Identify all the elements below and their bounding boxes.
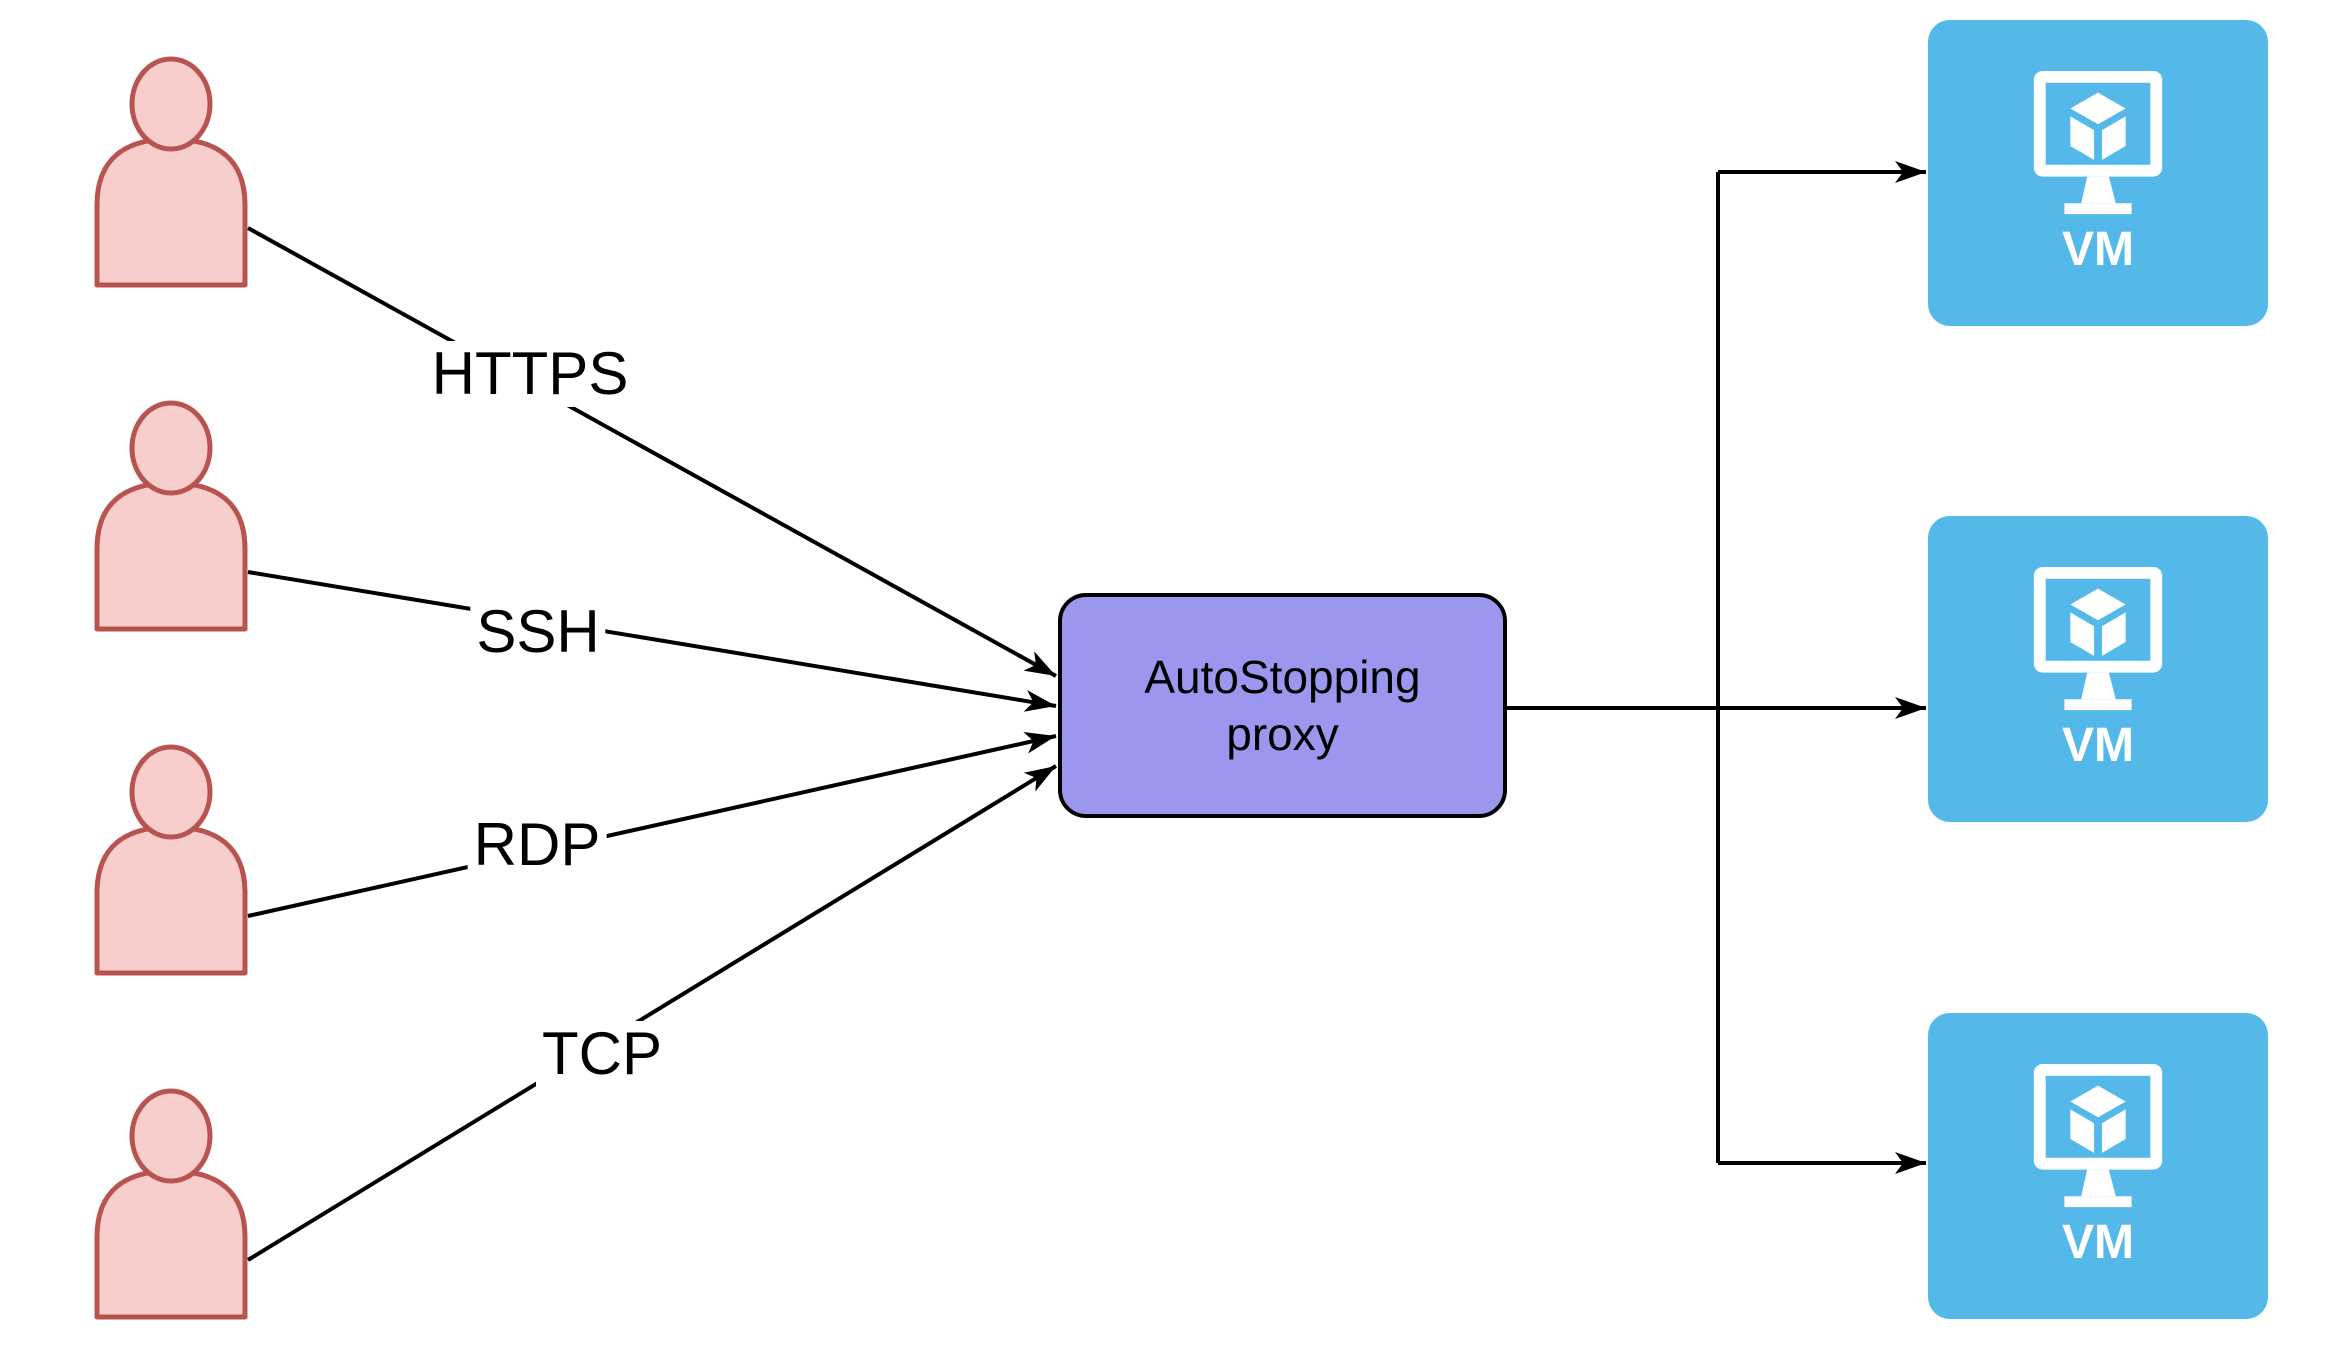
vm-label: VM <box>2062 223 2134 276</box>
edge-ssh-line <box>247 570 1057 712</box>
edge-label-https: HTTPS <box>425 341 635 407</box>
user-node-3 <box>93 743 253 978</box>
vm-node-3: VM <box>1928 1013 2268 1319</box>
vm-node-1: VM <box>1928 20 2268 326</box>
vm-icon <box>2033 70 2163 215</box>
vm-icon <box>2033 1063 2163 1208</box>
user-node-2 <box>93 399 253 634</box>
user-icon <box>94 400 248 632</box>
edge-label-rdp: RDP <box>467 812 607 878</box>
user-icon <box>94 1088 248 1320</box>
edge-tcp-line <box>246 764 1058 1262</box>
vm-label: VM <box>2062 719 2134 772</box>
vm-node-2: VM <box>1928 516 2268 822</box>
autostopping-proxy-node: AutoStopping proxy <box>1058 593 1507 818</box>
user-node-1 <box>93 55 253 290</box>
user-node-4 <box>93 1087 253 1322</box>
edge-label-tcp: TCP <box>536 1021 668 1087</box>
proxy-label: AutoStopping proxy <box>1144 651 1421 760</box>
vm-icon <box>2033 566 2163 711</box>
user-icon <box>94 744 248 976</box>
edge-rdp-line <box>247 732 1057 918</box>
user-icon <box>94 56 248 288</box>
edge-label-ssh: SSH <box>470 599 606 665</box>
vm-label: VM <box>2062 1216 2134 1269</box>
edge-https-line <box>247 226 1057 678</box>
